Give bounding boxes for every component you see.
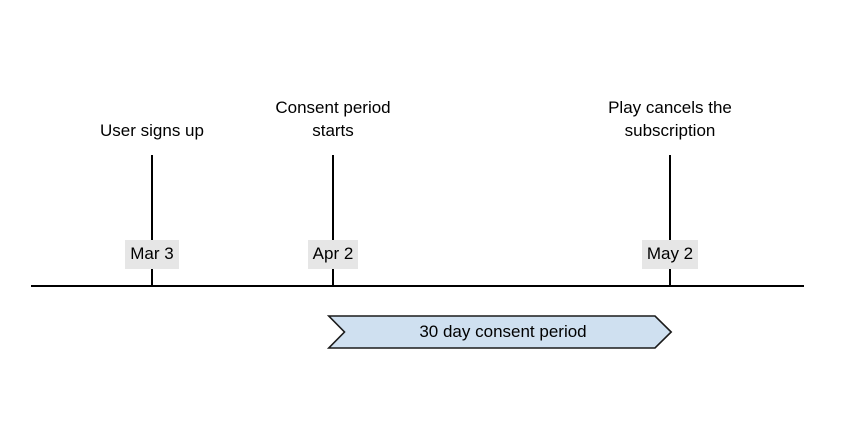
event-date-text: May 2 [641, 240, 699, 269]
consent-period-banner-label: 30 day consent period [419, 322, 587, 341]
event-date-text: Mar 3 [125, 240, 179, 269]
event-label: Consent period starts [275, 98, 391, 140]
event-date-chip: Apr 2 [243, 240, 423, 269]
event-tick-line [332, 155, 334, 286]
event-tick-line [151, 155, 153, 286]
event-date-chip: May 2 [580, 240, 760, 269]
consent-period-banner: 30 day consent period [326, 315, 673, 349]
timeline-axis [31, 285, 804, 287]
event-label: Play cancels the subscription [608, 98, 732, 140]
event-label: User signs up [100, 121, 204, 140]
event-date-text: Apr 2 [307, 240, 359, 269]
event-date-chip: Mar 3 [62, 240, 242, 269]
chevron-banner-shape [326, 315, 673, 349]
event-tick-line [669, 155, 671, 286]
